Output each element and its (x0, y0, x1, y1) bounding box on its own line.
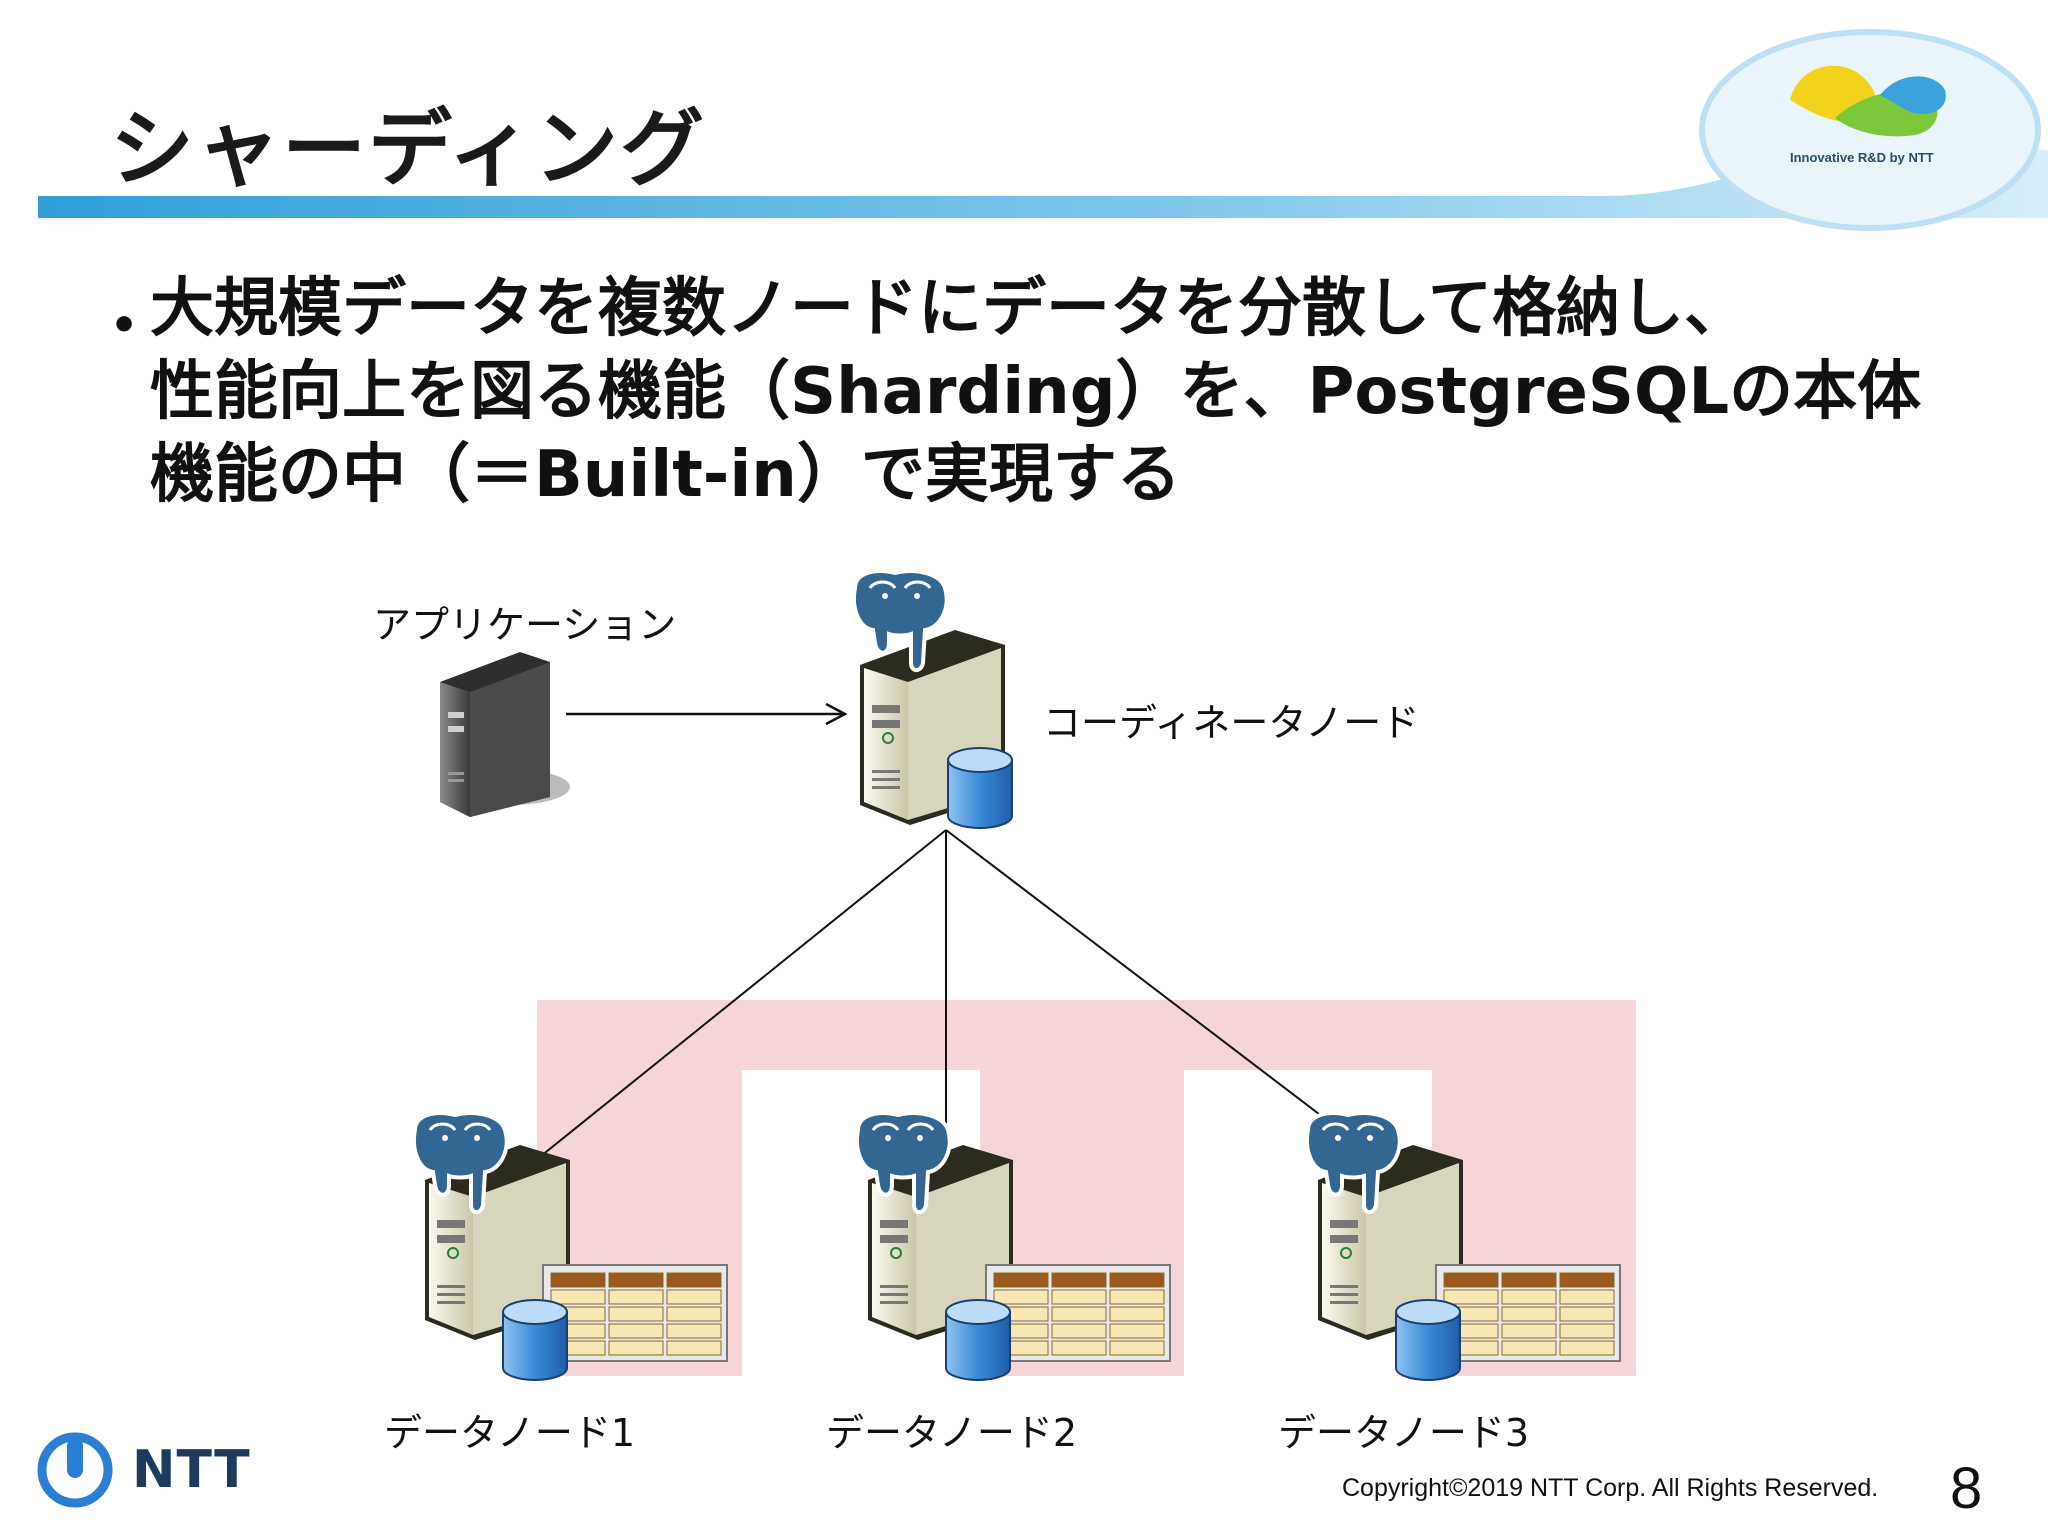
data-node-region (537, 1000, 1636, 1376)
innovative-logo-icon (1790, 65, 1946, 137)
coordinator-label: コーディネータノード (1043, 701, 1420, 745)
database-icon (1395, 1299, 1461, 1381)
data-node-1-icon (412, 1111, 728, 1381)
postgresql-elephant-icon (855, 1111, 952, 1215)
table-icon (542, 1264, 728, 1362)
slide-title: シャーディング (110, 100, 707, 198)
brand-tagline: Innovative R&D by NTT (1790, 150, 1934, 165)
database-icon (502, 1299, 568, 1381)
data-node-2-icon (855, 1111, 1171, 1381)
request-arrow (566, 702, 848, 726)
distribution-lines (504, 829, 1341, 1186)
application-server-icon (440, 652, 570, 817)
data-node-3-icon (1305, 1111, 1621, 1381)
bullet-marker: • (110, 300, 139, 351)
database-icon (945, 1299, 1011, 1381)
postgresql-elephant-icon (1305, 1111, 1402, 1215)
bullet-text: 大規模データを複数ノードにデータを分散して格納し、 性能向上を図る機能（Shar… (150, 268, 1950, 517)
postgresql-elephant-icon (412, 1111, 509, 1215)
bullet-line-3: 機能の中（＝Built-in）で実現する (150, 438, 1181, 512)
ntt-logo-text: NTT (132, 1440, 251, 1500)
server-icon (868, 1145, 1013, 1340)
data-node-2-label: データノード2 (826, 1411, 1078, 1455)
copyright-text: Copyright©2019 NTT Corp. All Rights Rese… (1342, 1474, 1879, 1502)
data-node-1-label: データノード1 (384, 1411, 636, 1455)
ntt-logo-icon (37, 1432, 113, 1508)
bullet-line-2: 性能向上を図る機能（Sharding）を、PostgreSQLの本体 (150, 355, 1922, 429)
page-number: 8 (1950, 1456, 1983, 1521)
bullet-line-1: 大規模データを複数ノードにデータを分散して格納し、 (150, 272, 1749, 346)
coordinator-postgresql-icon (852, 569, 949, 673)
table-icon (985, 1264, 1171, 1362)
application-label: アプリケーション (373, 603, 677, 647)
table-icon (1435, 1264, 1621, 1362)
data-node-3-label: データノード3 (1278, 1411, 1530, 1455)
coordinator-database-icon (947, 747, 1013, 829)
server-icon (1318, 1145, 1463, 1340)
